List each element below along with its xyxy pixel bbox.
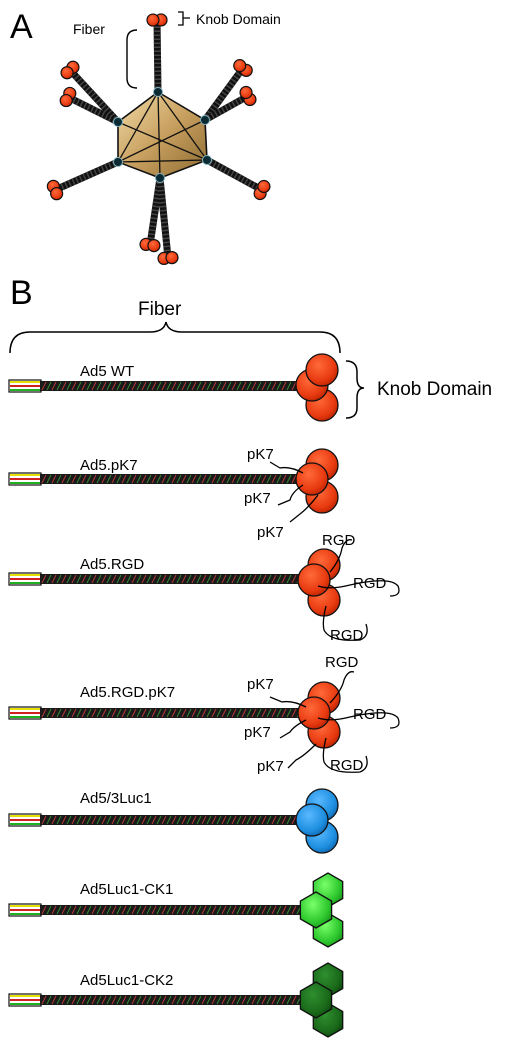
fiber-bracket <box>126 29 138 89</box>
hex-knob-icon <box>299 962 344 1038</box>
construct-label: Ad5.pK7 <box>80 457 138 474</box>
fiber-bracket-b <box>9 321 341 354</box>
knob-icon <box>46 179 64 201</box>
panel-a-letter: A <box>10 8 33 46</box>
construct-row-ad5-pk7: Ad5.pK7 pK7 pK7 pK7 <box>8 446 339 541</box>
knob-icon <box>295 353 339 422</box>
loop-label: RGD <box>353 575 387 592</box>
fiber-spike <box>156 174 179 265</box>
construct-row-ad5luc1-ck2: Ad5Luc1-CK2 <box>8 962 344 1038</box>
loop-label: RGD <box>330 757 364 774</box>
fiber-label-a: Fiber <box>73 21 105 37</box>
construct-label: Ad5 WT <box>80 363 134 380</box>
construct-label: Ad5Luc1-CK1 <box>80 881 173 898</box>
knob-bracket-a <box>178 11 190 26</box>
panel-b: B Fiber Knob Domain Ad5 WT Ad5.pK7 <box>8 274 492 1038</box>
construct-label: Ad5.RGD.pK7 <box>80 684 175 701</box>
rgd-loops <box>317 539 400 641</box>
knob-icon <box>253 179 271 201</box>
fiber-spike <box>203 156 271 201</box>
loop-label: pK7 <box>244 490 271 507</box>
knob-icon <box>295 788 339 854</box>
construct-label: Ad5/3Luc1 <box>80 790 152 807</box>
construct-row-ad5-rgd-pk7: Ad5.RGD.pK7 RGD RGD RGD pK7 pK7 pK7 <box>8 654 400 775</box>
knob-icon <box>239 85 257 107</box>
construct-label: Ad5Luc1-CK2 <box>80 972 173 989</box>
fiber-spike <box>59 86 122 126</box>
fiber-shaft <box>8 572 302 586</box>
loop-label: RGD <box>330 627 364 644</box>
construct-row-ad5-wt: Ad5 WT <box>8 353 339 422</box>
loop-label: RGD <box>322 532 356 549</box>
construct-label: Ad5.RGD <box>80 556 144 573</box>
loop-label: pK7 <box>257 758 284 775</box>
knob-label-a: Knob Domain <box>196 11 281 27</box>
knob-icon <box>157 251 179 265</box>
fiber-spike <box>146 13 168 96</box>
knob-icon <box>146 13 168 27</box>
fiber-spike <box>201 59 253 124</box>
loop-label: pK7 <box>247 676 274 693</box>
panel-b-letter: B <box>10 274 33 312</box>
rgd-pk7-loops <box>269 671 400 773</box>
construct-row-ad5luc1-ck1: Ad5Luc1-CK1 <box>8 872 344 948</box>
knob-icon <box>233 59 253 77</box>
loop-label: RGD <box>325 654 359 671</box>
knob-icon <box>295 448 339 514</box>
fiber-shaft <box>8 706 302 720</box>
knob-icon <box>297 548 341 617</box>
loop-label: pK7 <box>244 724 271 741</box>
fiber-shaft <box>8 993 302 1007</box>
fiber-shaft <box>8 813 302 827</box>
fiber-spike <box>46 158 122 201</box>
knob-bracket-b <box>345 360 365 419</box>
pk7-loops <box>269 461 319 523</box>
construct-row-ad5-3luc1: Ad5/3Luc1 <box>8 788 339 854</box>
fiber-label-b: Fiber <box>138 299 182 320</box>
fiber-shaft <box>8 903 302 917</box>
loop-label: RGD <box>353 706 387 723</box>
hex-knob-icon <box>299 872 344 948</box>
construct-row-ad5-rgd: Ad5.RGD RGD RGD RGD <box>8 532 400 644</box>
fiber-spike <box>201 85 257 124</box>
capsid-icon <box>113 87 212 183</box>
knob-icon <box>139 237 161 253</box>
fiber-shaft <box>8 379 302 393</box>
knob-icon <box>297 681 341 749</box>
fiber-spike <box>60 60 122 126</box>
panel-a: A Fiber <box>10 8 281 265</box>
virion-fibers <box>46 13 271 265</box>
fiber-spike <box>139 174 164 253</box>
fiber-shaft <box>8 472 302 486</box>
knob-label-b: Knob Domain <box>377 379 492 400</box>
knob-icon <box>60 60 80 80</box>
loop-label: pK7 <box>257 524 284 541</box>
loop-label: pK7 <box>247 446 274 463</box>
knob-icon <box>59 86 77 108</box>
